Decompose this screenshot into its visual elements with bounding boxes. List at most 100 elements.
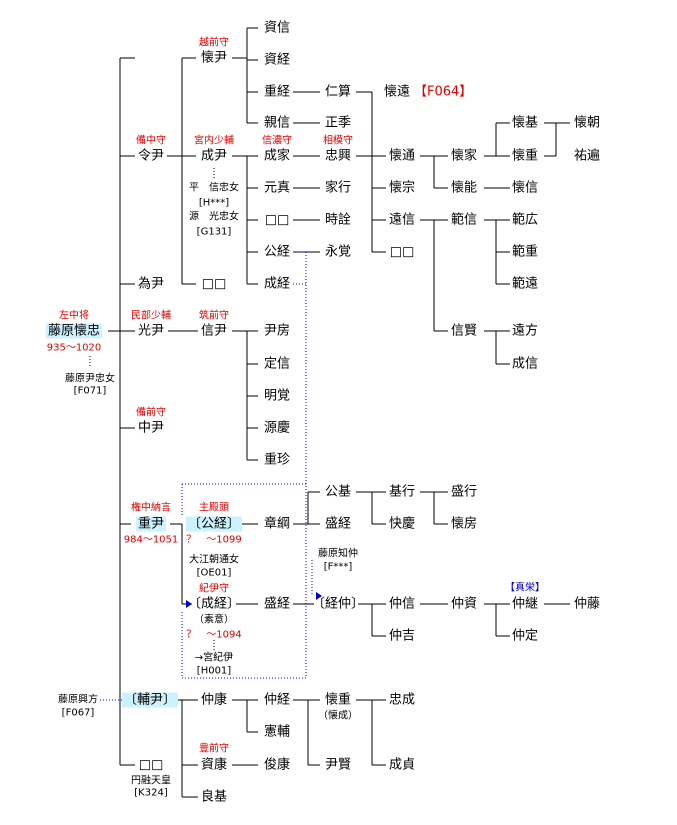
person-name: 盛経 [324,516,352,532]
annotation-note: [H001] [196,665,232,677]
person-p16: 懐家 [451,149,477,164]
person-name: 懐重 [511,148,539,164]
arrow-icon [316,592,322,600]
person-name: □□ [201,276,227,292]
person-p39: 信尹 [201,324,227,339]
person-name: 公基 [324,484,352,500]
person-name: 範遠 [511,276,539,292]
annotation-note: [K324] [134,787,168,799]
person-p7: 親信 [264,116,290,131]
annotation-note: [G131] [196,226,232,238]
office-title: 紀伊守 [199,583,229,595]
person-p62: 仲資 [451,597,477,612]
person-name: 公経 [263,244,291,260]
office-title: 備前守 [136,407,166,419]
person-name: 資信 [263,20,291,36]
person-p26: 遠信 [389,213,415,228]
person-p77: □□ [139,758,164,773]
person-p68: 仲康 [201,693,227,708]
person-name: □□ [264,212,290,228]
person-p18: 祐遍 [574,149,600,164]
person-p45: 明覚 [264,389,290,404]
person-name: 遠信 [388,212,416,228]
person-name: 盛経 [263,596,291,612]
person-name: 仲継 [511,596,539,612]
office-title: 豊前守 [199,743,229,755]
person-p36: 範遠 [512,277,538,292]
person-name: 仲資 [450,596,478,612]
person-p75: 尹賢 [325,758,351,773]
person-p37: 藤原懐忠 [45,323,103,339]
person-name: 重珍 [263,452,291,468]
person-name: 範広 [511,212,539,228]
person-reference: 【F064】 [414,84,473,100]
person-name: 仲康 [200,692,228,708]
person-name: 懐房 [450,516,478,532]
person-p72: 憲輔 [264,725,290,740]
arrow-icon [186,600,192,608]
person-name: 祐遍 [573,148,601,164]
person-name: 範信 [450,212,478,228]
person-p78: 良基 [201,790,227,805]
person-name: 範重 [511,244,539,260]
person-p35: 成経 [264,277,290,292]
annotation-note: [H***] [198,197,230,209]
annotation-note: →宮紀伊 [194,652,234,664]
office-title: 宮内少輔 [194,135,234,147]
person-p3: 懐尹 [201,51,227,66]
person-name: 家行 [324,180,352,196]
person-name: 仲信 [388,596,416,612]
person-name: 忠成 [388,692,416,708]
person-name: 仲経 [263,692,291,708]
person-p74: 俊康 [264,758,290,773]
person-name: 成家 [263,148,291,164]
person-name: 為尹 [137,276,165,292]
person-p25: 時詮 [325,213,351,228]
person-p46: 中尹 [138,421,164,436]
office-title: 左中将 [59,310,89,322]
annotation-note: （素意） [194,614,234,626]
person-p59: 盛経 [264,597,290,612]
person-name: 信賢 [450,323,478,339]
person-p24: □□ [265,213,290,228]
person-name: 懐尹 [200,50,228,66]
person-p56: 快慶 [389,517,415,532]
person-name: 尹房 [263,323,291,339]
person-p19: 元真 [264,181,290,196]
person-name: 俊康 [263,757,291,773]
person-p48: 重珍 [264,453,290,468]
person-name: 仲吉 [388,628,416,644]
person-p10: 懐朝 [574,116,600,131]
annotation-note: 藤原知仲 [318,548,358,560]
person-name: 懐遠 [384,84,411,100]
person-name: 成貞 [388,757,416,773]
annotation-note: 円融天皇 [131,775,171,787]
person-name: 〔経仲〕 [311,596,365,612]
person-p14: 忠興 [325,149,351,164]
person-p63: 仲継 [512,597,538,612]
person-p8: 正季 [325,116,351,131]
annotation-note: [F067] [61,707,95,719]
person-p71: 忠成 [389,693,415,708]
person-p38: 光尹 [138,324,164,339]
person-p69: 仲経 [264,693,290,708]
person-name: 憲輔 [263,724,291,740]
person-name: 正季 [324,115,352,131]
person-name: 明覚 [263,388,291,404]
person-name: 令尹 [137,148,165,164]
person-p52: 重尹 [135,516,167,532]
person-p23: 懐信 [512,181,538,196]
person-p66: 仲定 [512,629,538,644]
person-name: 懐通 [388,148,416,164]
person-p31: □□ [390,245,415,260]
office-title: 備中守 [136,135,166,147]
person-name: 藤原懐忠 [47,323,101,339]
person-name: 懐能 [450,180,478,196]
person-p27: 範信 [451,213,477,228]
person-p20: 家行 [325,181,351,196]
person-name: 〔成経〕 [187,596,241,612]
person-p42: 遠方 [512,324,538,339]
person-p44: 成信 [512,357,538,372]
person-name: 源慶 [263,420,291,436]
